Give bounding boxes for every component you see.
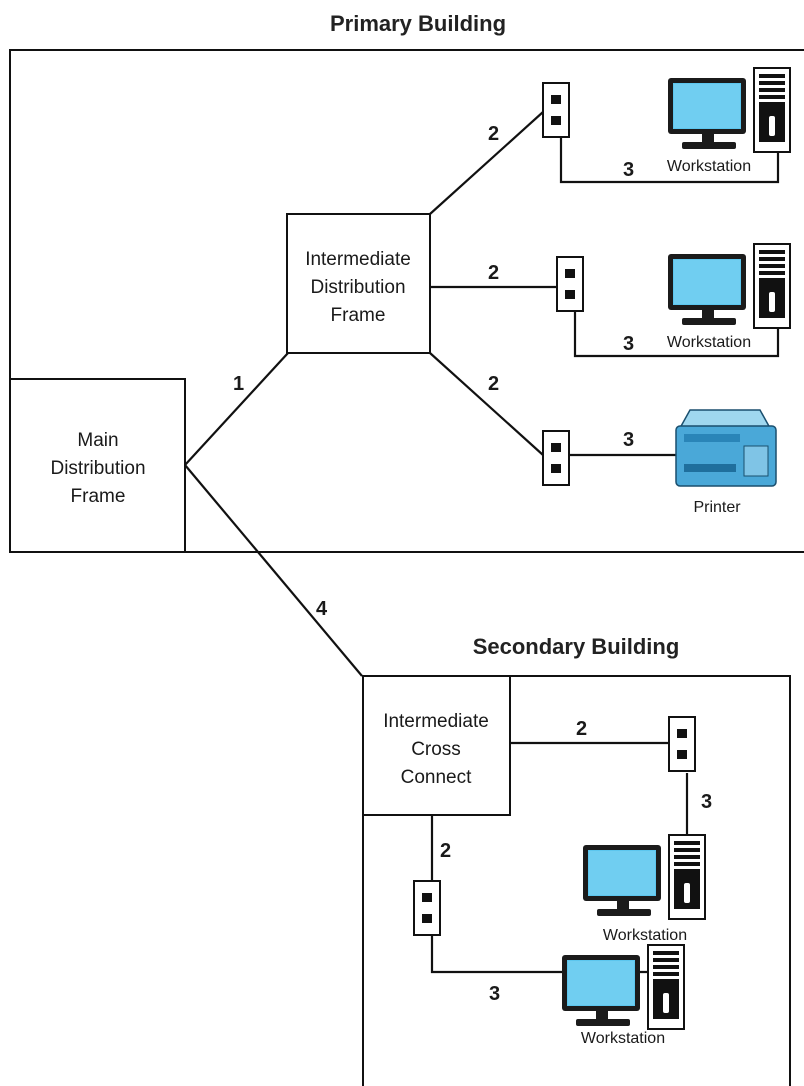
workstation-caption-3: Workstation [603,927,687,944]
primary-building-outline [9,49,804,553]
cable-label-2-top: 2 [488,123,499,145]
workstation-icon [582,834,706,920]
secondary-building-outline [362,675,791,1086]
mdf-label-line2: Distribution [50,458,145,479]
printer-icon [675,409,777,487]
cable-idf-to-jack-3 [429,352,544,456]
cable-label-2-icc-down: 2 [440,840,451,862]
cable-jack2-to-ws2 [573,309,780,358]
cable-label-2-bottom: 2 [488,373,499,395]
cable-label-4: 4 [316,598,328,620]
intermediate-distribution-frame: Intermediate Distribution Frame [286,213,431,354]
cable-label-2-icc-right: 2 [576,718,587,740]
icc-label-line1: Intermediate [383,711,489,732]
cable-label-3-printer: 3 [623,429,634,451]
idf-label-line2: Distribution [310,277,405,298]
workstation-caption-2: Workstation [667,334,751,351]
wall-jack-icon [413,880,441,936]
mdf-label-line3: Frame [71,486,126,507]
wall-jack-icon [542,430,570,486]
cable-idf-to-jack-1 [429,111,544,215]
intermediate-cross-connect: Intermediate Cross Connect [362,675,511,816]
cable-label-1: 1 [233,373,244,395]
main-distribution-frame: Main Distribution Frame [9,378,186,553]
cable-mdf-to-idf [184,352,289,466]
workstation-icon [561,944,685,1030]
mdf-label-line1: Main [77,430,118,451]
cable-label-3-ws3: 3 [701,791,712,813]
cable-mdf-to-icc [184,464,363,677]
cable-label-3-ws1: 3 [623,159,634,181]
idf-label-line3: Frame [331,305,386,326]
workstation-caption-1: Workstation [667,158,751,175]
cable-label-3-ws4: 3 [489,983,500,1005]
secondary-building-title: Secondary Building [473,634,680,659]
cable-jack1-to-ws1 [559,137,780,184]
wall-jack-icon [668,716,696,772]
cable-label-2-mid: 2 [488,262,499,284]
printer-caption: Printer [693,499,741,516]
wall-jack-icon [556,256,584,312]
wall-jack-icon [542,82,570,138]
idf-label-line1: Intermediate [305,249,411,270]
workstation-icon [667,243,791,329]
icc-label-line3: Connect [401,767,472,788]
workstation-caption-4: Workstation [581,1030,665,1047]
cable-label-3-ws2: 3 [623,333,634,355]
workstation-icon [667,67,791,153]
icc-label-line2: Cross [411,739,461,760]
primary-building-title: Primary Building [330,11,506,36]
